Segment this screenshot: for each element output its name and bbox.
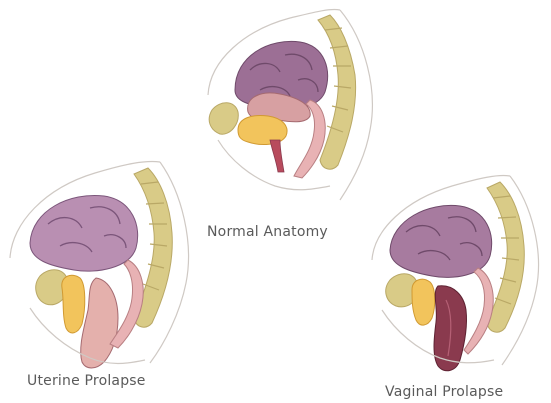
pubic-bone — [209, 103, 238, 134]
uterine-prolapse-drawing — [0, 148, 200, 378]
bladder — [412, 279, 435, 325]
vaginal-prolapse-illustration — [360, 160, 551, 378]
vaginal-prolapse-caption: Vaginal Prolapse — [385, 384, 503, 400]
rectum — [464, 268, 493, 354]
uterine-prolapse-caption: Uterine Prolapse — [27, 373, 146, 389]
uterus-prolapsed — [81, 278, 118, 368]
normal-anatomy-caption: Normal Anatomy — [207, 224, 328, 240]
normal-anatomy-illustration — [190, 0, 380, 200]
bladder — [62, 275, 85, 333]
normal-anatomy-drawing — [190, 0, 380, 200]
vagina — [270, 140, 284, 172]
vaginal-prolapse-drawing — [360, 160, 551, 378]
intestines — [30, 195, 138, 271]
intestines — [390, 205, 492, 277]
uterine-prolapse-illustration — [0, 148, 200, 378]
